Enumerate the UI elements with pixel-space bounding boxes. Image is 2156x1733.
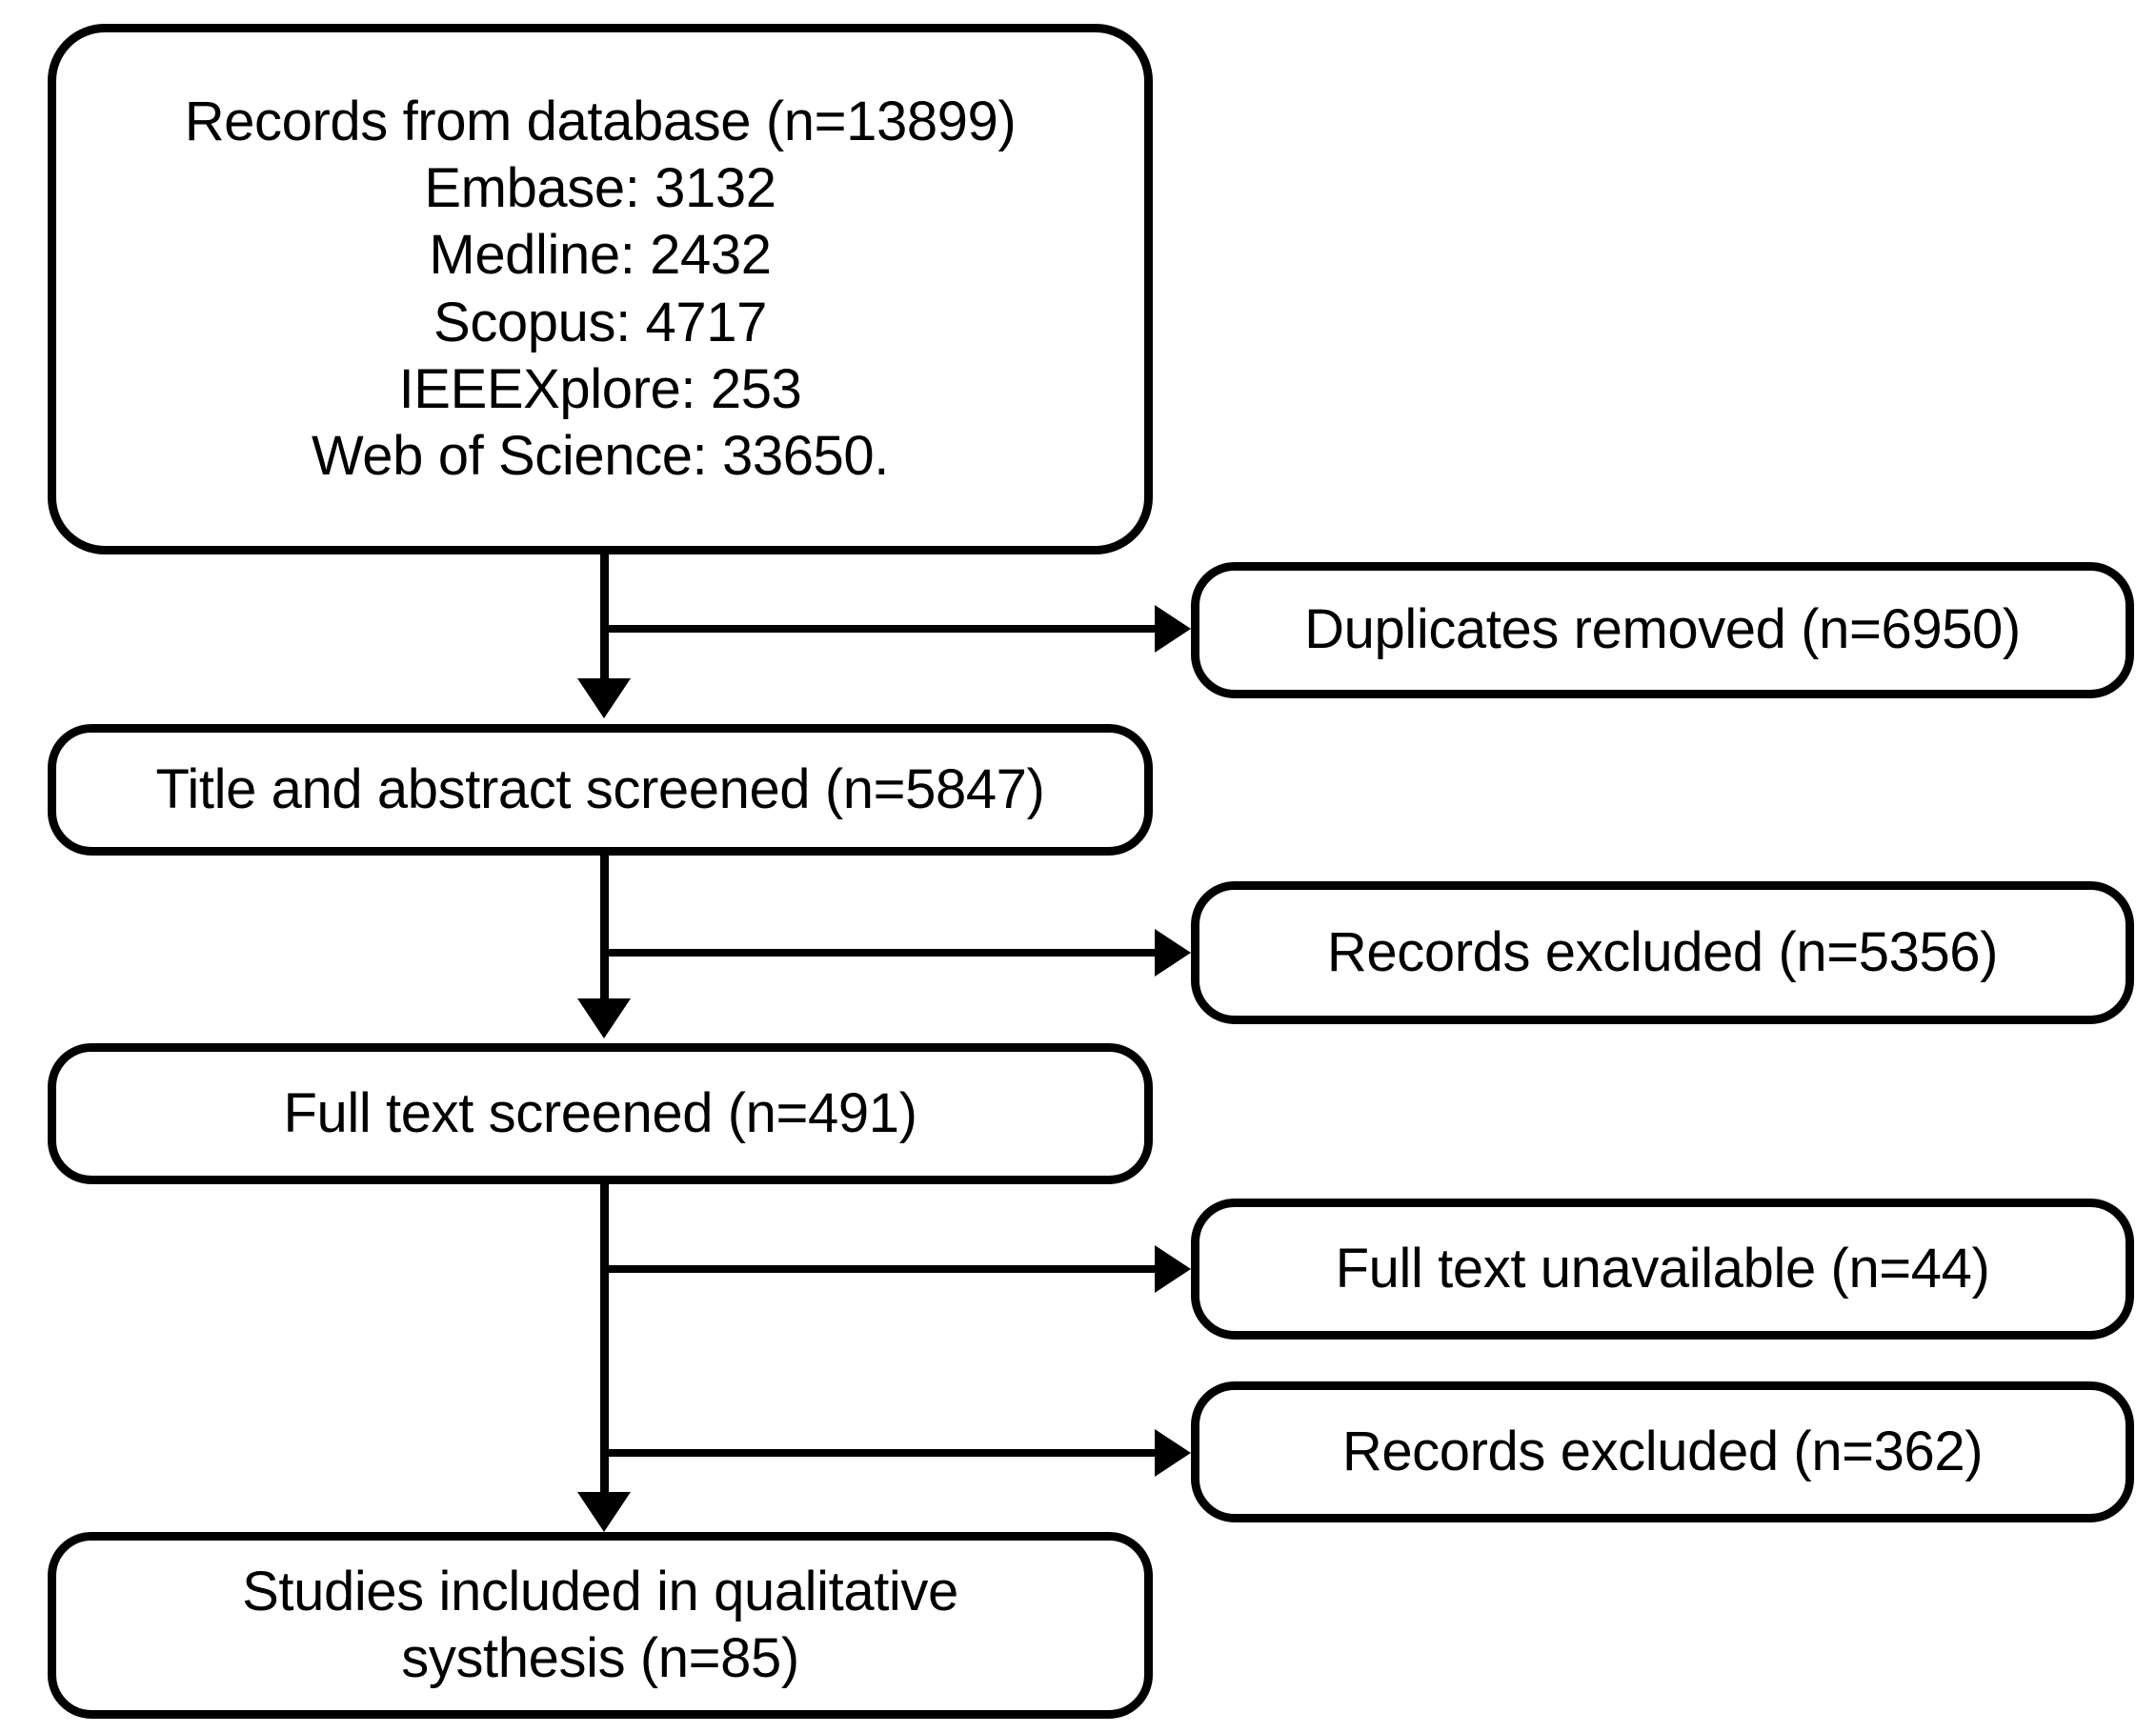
arrowhead-right-to-duplicates bbox=[1155, 605, 1191, 653]
arrowhead-right-to-records-excluded-362 bbox=[1155, 1429, 1191, 1477]
node-records-excluded-screening: Records excluded (n=5356) bbox=[1191, 881, 2134, 1024]
connector-stem-sources-to-titleabs bbox=[600, 554, 609, 684]
title-abstract-screened-label: Title and abstract screened (n=5847) bbox=[155, 757, 1045, 820]
duplicates-removed-label: Duplicates removed (n=6950) bbox=[1304, 598, 2021, 661]
node-records-from-database: Records from database (n=13899) Embase: … bbox=[48, 24, 1153, 554]
connector-branch-fulltext-to-excluded2 bbox=[604, 1449, 1155, 1457]
node-full-text-screened: Full text screened (n=491) bbox=[48, 1043, 1153, 1184]
full-text-unavailable-label: Full text unavailable (n=44) bbox=[1335, 1237, 1990, 1300]
arrowhead-right-to-full-text-unavailable bbox=[1155, 1245, 1191, 1293]
records-source-embase: Embase: 3132 bbox=[424, 157, 776, 220]
records-excluded-eligibility-label: Records excluded (n=362) bbox=[1341, 1420, 1984, 1482]
connector-branch-fulltext-to-unavailable bbox=[604, 1265, 1155, 1273]
node-studies-included: Studies included in qualitative systhesi… bbox=[48, 1532, 1153, 1719]
records-source-medline: Medline: 2432 bbox=[429, 224, 772, 287]
records-from-database-total: Records from database (n=13899) bbox=[184, 90, 1017, 152]
connector-branch-titleabs-to-excluded1 bbox=[604, 949, 1155, 957]
studies-included-label-line2: systhesis (n=85) bbox=[401, 1627, 799, 1689]
arrowhead-right-to-records-excluded-5356 bbox=[1155, 929, 1191, 977]
node-title-abstract-screened: Title and abstract screened (n=5847) bbox=[48, 724, 1153, 856]
studies-included-label-line1: Studies included in qualitative bbox=[242, 1560, 958, 1622]
connector-stem-fulltext-to-included bbox=[600, 1184, 609, 1499]
arrowhead-down-to-full-text-screened bbox=[577, 998, 631, 1038]
records-source-scopus: Scopus: 4717 bbox=[433, 291, 767, 353]
connector-branch-sources-to-duplicates bbox=[604, 625, 1155, 633]
full-text-screened-label: Full text screened (n=491) bbox=[283, 1081, 917, 1144]
arrowhead-down-to-studies-included bbox=[577, 1492, 631, 1532]
connector-stem-titleabs-to-fulltext bbox=[600, 856, 609, 1003]
records-excluded-screening-label: Records excluded (n=5356) bbox=[1326, 920, 1999, 983]
records-source-ieeexplore: IEEEXplore: 253 bbox=[398, 357, 802, 420]
node-records-excluded-eligibility: Records excluded (n=362) bbox=[1191, 1381, 2134, 1522]
node-full-text-unavailable: Full text unavailable (n=44) bbox=[1191, 1199, 2134, 1340]
arrowhead-down-to-title-abstract bbox=[577, 678, 631, 718]
node-duplicates-removed: Duplicates removed (n=6950) bbox=[1191, 562, 2134, 698]
records-source-web-of-science: Web of Science: 33650. bbox=[312, 424, 889, 487]
